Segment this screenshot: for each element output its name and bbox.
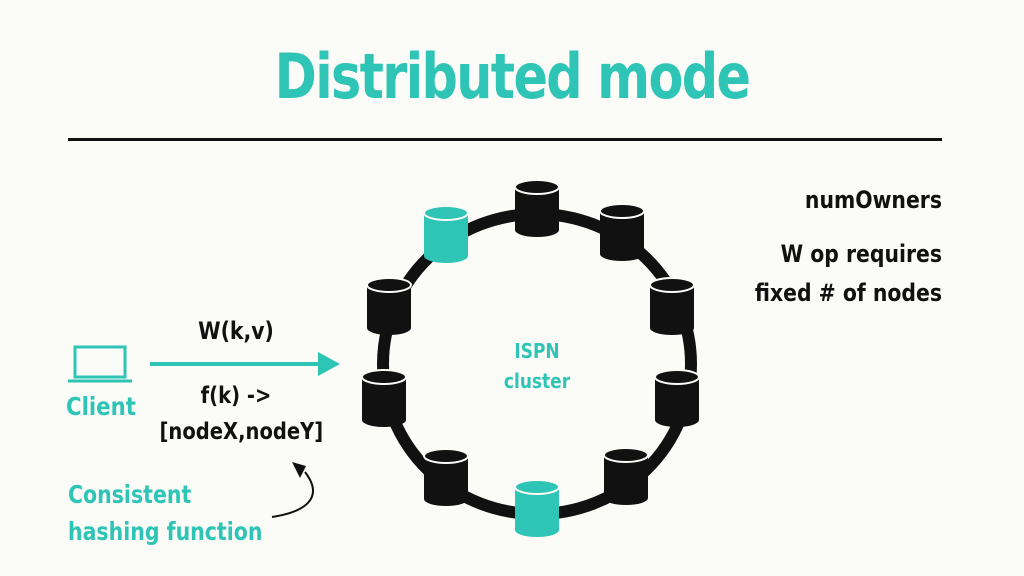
cluster-node-bottom-right [603,447,649,505]
cluster-node-left-upper [366,277,412,335]
num-owners-note: numOwners [804,186,942,214]
requirement-note-line-1: W op requires [780,240,942,268]
client-label: Client [66,392,136,421]
hash-result-line-1: f(k) -> [200,383,272,409]
cluster-label-line-2: cluster [503,369,571,393]
cluster-node-right-upper [649,277,695,335]
cluster-nodes [361,179,700,537]
cluster-node-left-lower [361,369,407,427]
cluster-node-right-lower [654,369,700,427]
hash-result-line-2: [nodeX,nodeY] [159,419,324,445]
write-op-label: W(k,v) [198,317,274,345]
cluster-node-top [514,179,560,237]
cluster-node-top-left [423,205,469,263]
cluster-node-top-right [599,203,645,261]
cluster-label-line-1: ISPN [514,339,560,363]
laptop-icon [68,345,132,383]
hashing-note-line-1: Consistent [68,480,192,509]
title-divider [68,138,942,141]
write-arrow [150,352,340,376]
hashing-note-line-2: hashing function [68,517,263,546]
cluster-node-bottom [514,479,560,537]
cluster-node-bottom-left [423,448,469,506]
requirement-note-line-2: fixed # of nodes [754,279,942,307]
annotation-arrow [271,462,314,518]
slide-title: Distributed mode [274,40,751,113]
